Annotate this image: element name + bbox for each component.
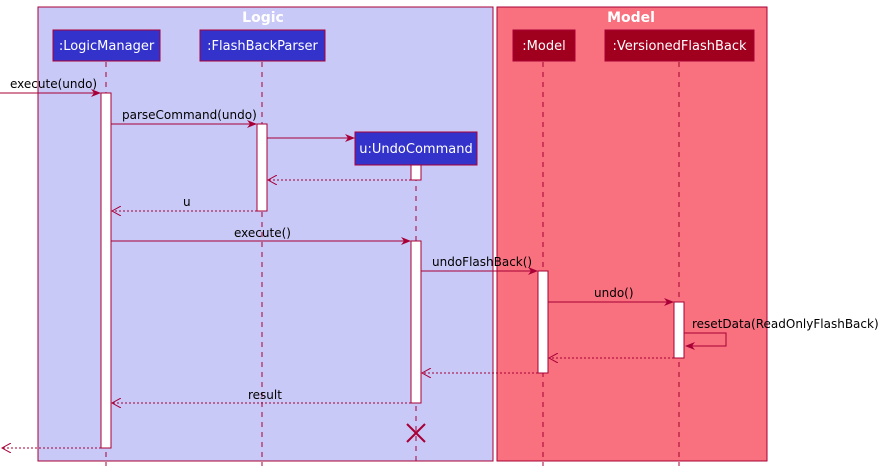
activation-undo-command-execute xyxy=(410,240,422,404)
activation-logic-manager xyxy=(100,92,112,449)
activations xyxy=(100,92,685,449)
msg-reset-data: resetData(ReadOnlyFlashBack) xyxy=(692,317,879,331)
arrow-reset-data xyxy=(684,332,727,350)
participant-parser-label: :FlashBackParser xyxy=(207,39,318,54)
msg-undo-flashback: undoFlashBack() xyxy=(432,255,532,269)
participant-logic-manager-label: :LogicManager xyxy=(59,39,155,54)
msg-undo: undo() xyxy=(594,286,634,300)
participant-model: :Model xyxy=(512,29,576,62)
participant-versioned: :VersionedFlashBack xyxy=(604,29,755,62)
msg-execute: execute() xyxy=(234,226,291,240)
msg-return-u: u xyxy=(183,195,191,209)
activation-model xyxy=(537,270,549,374)
logic-box-title: Logic xyxy=(242,10,284,26)
participant-undo-command-label: u:UndoCommand xyxy=(359,142,472,157)
model-box: Model xyxy=(496,6,768,462)
participant-logic-manager: :LogicManager xyxy=(52,29,161,62)
msg-result: result xyxy=(248,388,282,402)
logic-box: Logic xyxy=(37,6,494,462)
participant-parser: :FlashBackParser xyxy=(199,29,326,62)
destroy-marker xyxy=(406,423,426,443)
msg-parse-command: parseCommand(undo) xyxy=(122,108,257,122)
msg-execute-undo: execute(undo) xyxy=(10,77,97,91)
activation-parser xyxy=(256,123,268,212)
participant-undo-command: u:UndoCommand xyxy=(354,131,478,166)
activation-versioned xyxy=(673,301,685,359)
model-box-title: Model xyxy=(607,10,655,26)
activation-undo-command-create xyxy=(410,164,422,181)
participant-model-label: :Model xyxy=(522,39,565,54)
participant-versioned-label: :VersionedFlashBack xyxy=(612,39,747,54)
